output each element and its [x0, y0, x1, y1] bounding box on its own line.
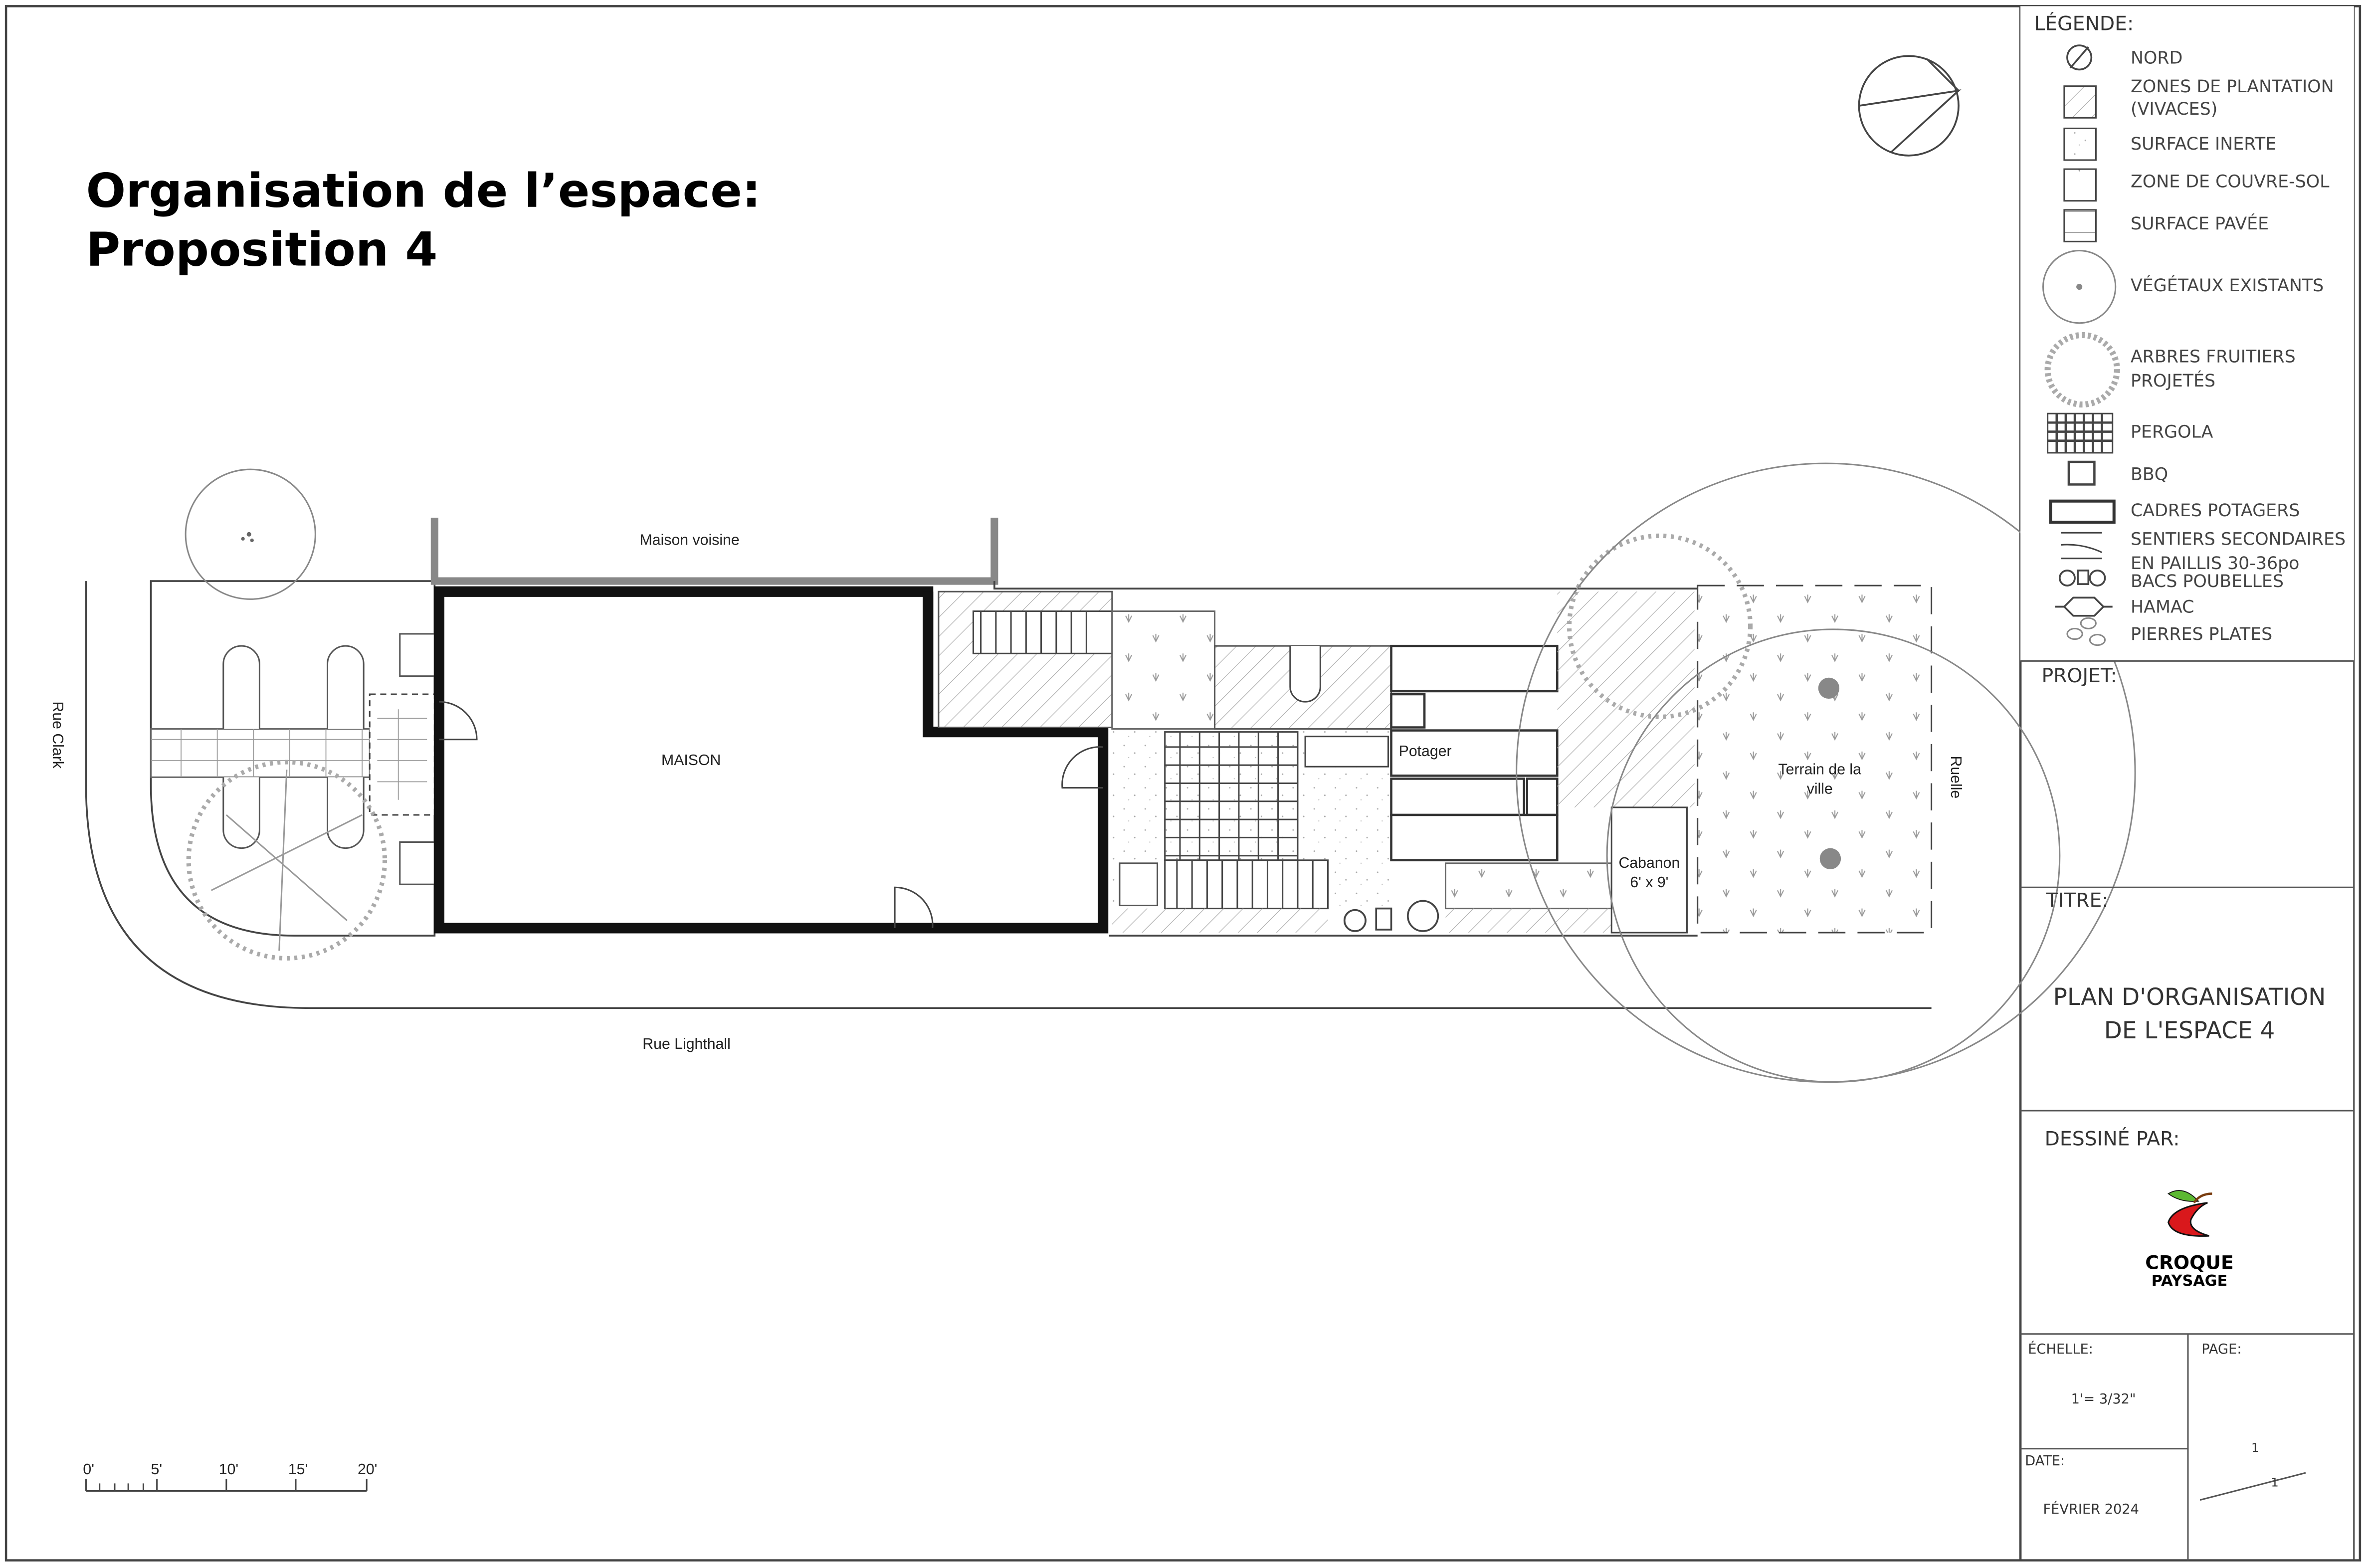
planter-icon: [2049, 499, 2116, 524]
legend-label: CADRES POTAGERS: [2131, 501, 2300, 521]
terrain-label-2: ville: [1807, 781, 1833, 797]
bbq-icon: [1119, 862, 1159, 907]
fruit-tree-icon: [2044, 332, 2120, 408]
logo-line-2: PAYSAGE: [2152, 1272, 2228, 1290]
title-line-1: Organisation de l’espace:: [86, 164, 761, 218]
echelle-value: 1'= 3/32": [2071, 1391, 2136, 1407]
scale-tick: 10': [219, 1461, 238, 1478]
legend-label: PROJETÉS: [2131, 370, 2215, 391]
title-line-2: Proposition 4: [86, 223, 437, 277]
paver-icon: [2063, 209, 2097, 242]
fruit-tree-icon: [186, 760, 388, 961]
date-value: FÉVRIER 2024: [2043, 1501, 2139, 1517]
maison-label: MAISON: [661, 752, 721, 769]
hatch-icon: [2063, 85, 2097, 119]
house: MAISON: [433, 586, 1109, 934]
legend-label: ZONE DE COUVRE-SOL: [2131, 172, 2330, 192]
cabanon-size: 6' x 9': [1630, 874, 1668, 891]
existing-plant-icon: [185, 468, 316, 600]
bbq-icon: [2067, 460, 2096, 486]
legend-label: ARBRES FRUITIERS: [2131, 347, 2296, 367]
front-yard: [150, 468, 436, 961]
north-icon: [2066, 44, 2093, 71]
rue-lighthall-label: Rue Lighthall: [642, 1036, 731, 1052]
ruelle-label: Ruelle: [1948, 756, 1964, 799]
legend-heading: LÉGENDE:: [2034, 12, 2134, 35]
potager-label: Potager: [1399, 743, 1452, 760]
titre-label: TITRE:: [2046, 889, 2109, 912]
title-block-text: PROJET: TITRE: PLAN D'ORGANISATION DE L'…: [2025, 664, 2326, 1517]
legend-label: HAMAC: [2131, 597, 2194, 617]
croque-paysage-logo: CROQUE PAYSAGE: [2145, 1190, 2234, 1290]
logo-line-1: CROQUE: [2145, 1252, 2234, 1274]
stones-icon: [2066, 617, 2106, 646]
street: Rue Clark Rue Lighthall: [49, 581, 1932, 1052]
scale-bar: 0' 5' 10' 15' 20': [83, 1461, 377, 1492]
maison-voisine-label: Maison voisine: [640, 532, 740, 548]
legend-label: EN PAILLIS 30-36po: [2131, 554, 2299, 574]
dots-icon: [2063, 127, 2097, 161]
legend-label: (VIVACES): [2131, 99, 2217, 119]
legend-label: SURFACE INERTE: [2131, 134, 2276, 154]
scale-tick: 15': [288, 1461, 308, 1478]
page-label: PAGE:: [2201, 1342, 2241, 1357]
path-icon: [2061, 532, 2103, 560]
date-label: DATE:: [2025, 1453, 2065, 1469]
city-land: Terrain de la ville Ruelle: [1516, 462, 2136, 1083]
terrain-label-1: Terrain de la: [1778, 761, 1862, 778]
cabanon: [1610, 806, 1688, 934]
scale-tick: 5': [151, 1461, 163, 1478]
bins-icon: [2059, 570, 2106, 587]
back-door: [1061, 746, 1103, 789]
echelle-label: ÉCHELLE:: [2028, 1341, 2093, 1357]
cabanon-label: Cabanon: [1618, 855, 1680, 871]
page-total: 1: [2271, 1475, 2278, 1489]
legend-label: BBQ: [2131, 464, 2168, 484]
legend: LÉGENDE: NORD ZONES DE PLANTATION (VIVAC…: [2020, 6, 2354, 661]
scale-tick: 0': [83, 1461, 94, 1478]
rue-clark-label: Rue Clark: [49, 701, 66, 769]
neighbour-house: Maison voisine: [430, 517, 998, 585]
groundcover-icon: [2063, 168, 2097, 202]
legend-label: SURFACE PAVÉE: [2131, 213, 2269, 234]
side-door: [894, 886, 934, 929]
titre-line-1: PLAN D'ORGANISATION: [2053, 983, 2326, 1011]
dessine-label: DESSINÉ PAR:: [2045, 1127, 2180, 1151]
legend-label: VÉGÉTAUX EXISTANTS: [2131, 275, 2324, 296]
titre-line-2: DE L'ESPACE 4: [2104, 1017, 2275, 1044]
page-number: 1: [2251, 1441, 2259, 1455]
hammock-icon: [2055, 596, 2113, 617]
projet-label: PROJET:: [2042, 664, 2117, 687]
existing-plant-icon: [2042, 249, 2117, 324]
title-block: [2020, 660, 2354, 1561]
legend-label: ZONES DE PLANTATION: [2131, 77, 2334, 97]
north-arrow-icon: [1858, 55, 1962, 157]
bins-icon: [1343, 900, 1439, 932]
legend-label: PIERRES PLATES: [2131, 624, 2272, 644]
legend-label: SENTIERS SECONDAIRES: [2131, 529, 2346, 549]
hammock-icon: [1304, 736, 1389, 768]
scale-tick: 20': [358, 1461, 377, 1478]
front-door: [439, 701, 478, 741]
sheet-border: [4, 5, 2362, 1562]
legend-label: NORD: [2131, 48, 2182, 68]
legend-label: BACS POUBELLES: [2131, 572, 2284, 591]
pergola-icon: [2047, 412, 2114, 454]
drawing-title: Organisation de l’espace: Proposition 4: [86, 164, 761, 277]
legend-label: PERGOLA: [2131, 422, 2213, 442]
